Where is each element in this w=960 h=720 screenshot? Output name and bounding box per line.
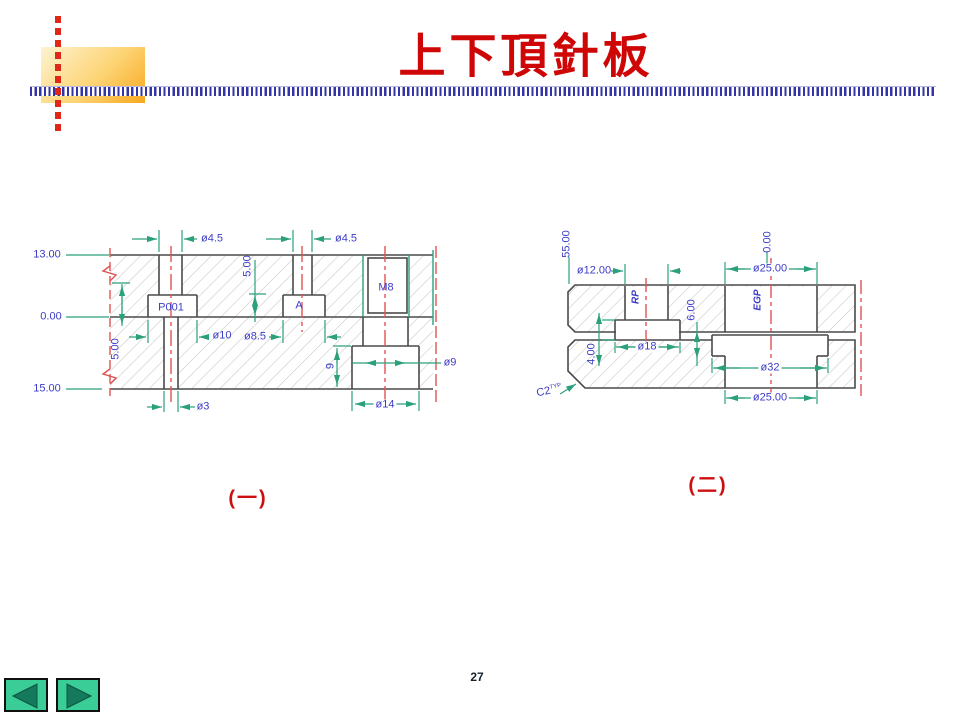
drawing1-caption: (一) bbox=[228, 487, 268, 510]
dim-level-15: 15.00 bbox=[33, 382, 61, 395]
dim-dia25-bottom: ø25.00 bbox=[750, 391, 790, 404]
dim-dia4-5-mid: ø4.5 bbox=[334, 232, 358, 245]
label-rp: RP bbox=[630, 290, 642, 304]
dim-dia8-5: ø8.5 bbox=[243, 330, 267, 343]
page-number: 27 bbox=[470, 670, 484, 684]
label-egp: EGP bbox=[752, 289, 764, 311]
dim-0: 0.00 bbox=[761, 231, 774, 253]
dim-dia14: ø14 bbox=[373, 398, 397, 411]
label-pin-p001: P001 bbox=[158, 301, 184, 314]
dim-5-left: 5.00 bbox=[109, 338, 122, 360]
label-pin-a: A bbox=[295, 299, 303, 312]
dim-5-mid: 5.00 bbox=[241, 255, 254, 277]
dim-dia3: ø3 bbox=[196, 400, 210, 413]
dim-dia12: ø12.00 bbox=[576, 264, 612, 277]
dim-6: 6.00 bbox=[685, 299, 698, 321]
drawing2-caption: (二) bbox=[688, 474, 728, 497]
left-triangle-icon bbox=[11, 683, 38, 709]
next-slide-button[interactable] bbox=[56, 678, 100, 712]
dim-dia32: ø32 bbox=[758, 361, 782, 374]
dim-dia4-5-left: ø4.5 bbox=[200, 232, 224, 245]
dim-dia10: ø10 bbox=[212, 329, 232, 342]
dim-level-0: 0.00 bbox=[40, 310, 62, 323]
right-triangle-icon bbox=[66, 683, 93, 709]
previous-slide-button[interactable] bbox=[4, 678, 48, 712]
label-screw-m8: M8 bbox=[378, 281, 394, 294]
slide-title: 上下頂針板 bbox=[398, 31, 654, 84]
dim-dia9: ø9 bbox=[443, 356, 457, 369]
dim-dia18: ø18 bbox=[635, 340, 659, 353]
dim-9: 9 bbox=[324, 362, 337, 370]
dim-level-13: 13.00 bbox=[33, 248, 61, 261]
dim-dia25-top: ø25.00 bbox=[750, 262, 790, 275]
drawing1-section-view bbox=[66, 230, 441, 412]
dim-55: 55.00 bbox=[560, 230, 573, 258]
stripe-divider bbox=[30, 86, 936, 96]
dim-4: 4.00 bbox=[585, 343, 598, 365]
dim-chamfer-c2: C2TYP bbox=[535, 382, 562, 400]
red-dashed-line bbox=[55, 16, 61, 134]
